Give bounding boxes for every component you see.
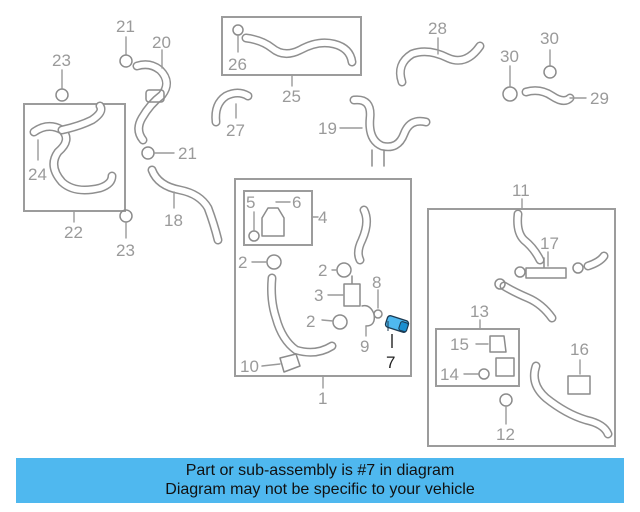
oring-part-8	[373, 309, 383, 319]
callout-13: 13	[470, 302, 489, 321]
callout-17: 17	[540, 234, 559, 253]
clamp-part-2a	[266, 254, 282, 270]
callout-2a: 2	[238, 253, 247, 272]
callout-30a: 30	[500, 47, 519, 66]
callout-19: 19	[318, 119, 337, 138]
fitting-part-20	[145, 89, 165, 103]
callout-24: 24	[28, 165, 47, 184]
clamp-part-12	[499, 393, 513, 407]
callout-11: 11	[512, 181, 530, 200]
callout-21a: 21	[116, 17, 135, 36]
clamp-part-14	[478, 368, 490, 380]
group-box-22	[23, 103, 126, 212]
callout-26: 26	[228, 55, 247, 74]
callout-7[interactable]: 7	[386, 353, 395, 372]
callout-30b: 30	[540, 29, 559, 48]
tee-part-3	[343, 275, 361, 307]
callout-23a: 23	[52, 51, 71, 70]
clamp-part-23a	[55, 88, 69, 102]
valve-part-15	[489, 335, 507, 353]
bracket-part-16	[567, 375, 591, 395]
clamp-part-30a	[502, 86, 518, 102]
fitting-part-26	[232, 24, 244, 36]
group-box-13	[435, 328, 520, 387]
fitting-part-10	[279, 353, 301, 373]
callout-5: 5	[246, 193, 255, 212]
leader-2c	[321, 319, 334, 322]
callout-27: 27	[226, 121, 245, 140]
callout-21b: 21	[178, 144, 197, 163]
clamp-part-5	[248, 230, 260, 242]
callout-9: 9	[360, 337, 369, 356]
callout-25: 25	[282, 87, 301, 106]
clamp-box11a	[514, 266, 526, 278]
callout-2b: 2	[318, 261, 327, 280]
group-box-11	[427, 208, 616, 447]
bracket-part-19	[371, 149, 385, 167]
seal-part-9	[361, 304, 376, 327]
clamp-part-21a	[119, 54, 133, 68]
callout-16: 16	[570, 340, 589, 359]
callout-14: 14	[440, 365, 459, 384]
callout-10: 10	[240, 357, 259, 376]
callout-22: 22	[64, 223, 83, 242]
clamp-box11b	[572, 262, 584, 274]
clamp-part-21b	[141, 146, 155, 160]
callout-3: 3	[314, 286, 323, 305]
callout-23b: 23	[116, 241, 135, 260]
callout-28: 28	[428, 19, 447, 38]
callout-29: 29	[590, 89, 609, 108]
clamp-part-30b	[543, 65, 557, 79]
group-box-4	[243, 190, 313, 246]
housing-part-6	[261, 207, 285, 237]
clamp-box11c	[494, 278, 506, 290]
callout-18: 18	[164, 211, 183, 230]
callout-1: 1	[318, 389, 327, 408]
sensor-part-7[interactable]	[384, 315, 410, 333]
callout-20: 20	[152, 33, 171, 52]
leader-10	[261, 363, 281, 367]
callout-4: 4	[318, 208, 327, 227]
caption-line-2: Diagram may not be specific to your vehi…	[165, 481, 475, 498]
caption-line-1: Part or sub-assembly is #7 in diagram	[185, 462, 455, 479]
body-box13	[495, 357, 515, 377]
clamp-part-2c	[332, 314, 348, 330]
callout-2c: 2	[306, 312, 315, 331]
clamp-part-2b	[336, 262, 352, 278]
callout-12: 12	[496, 425, 515, 444]
junction-part-17	[525, 257, 567, 279]
callout-6: 6	[292, 193, 301, 212]
callout-15: 15	[450, 335, 469, 354]
diagram-caption-banner: Part or sub-assembly is #7 in diagram Di…	[16, 458, 624, 503]
callout-8: 8	[372, 273, 381, 292]
